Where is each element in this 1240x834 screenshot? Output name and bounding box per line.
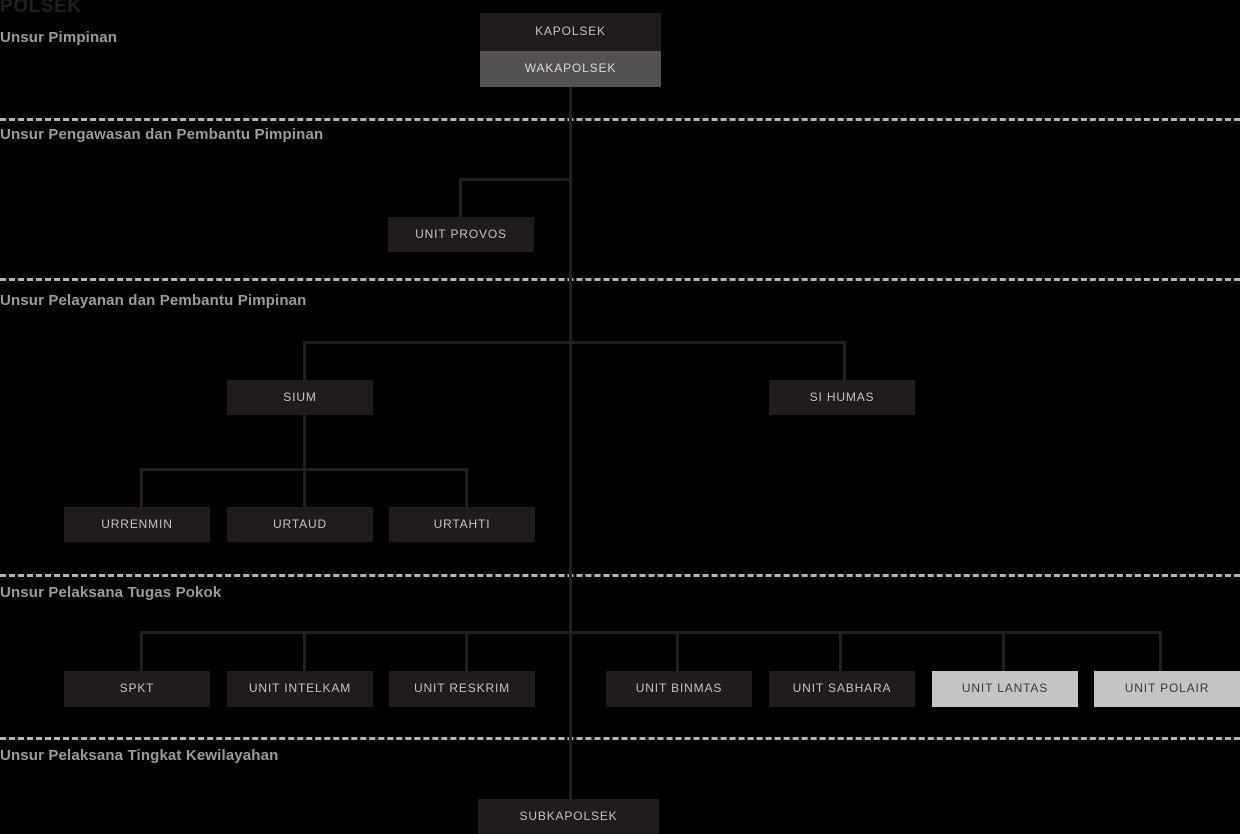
- node-kapolsek[interactable]: KAPOLSEK: [480, 13, 661, 51]
- node-unit-reskrim[interactable]: UNIT RESKRIM: [389, 671, 535, 707]
- connector-sium-down: [303, 414, 306, 468]
- node-subkapolsek[interactable]: SUBKAPOLSEK: [478, 799, 659, 834]
- connector-sium-drop: [303, 341, 306, 381]
- node-urrenmin[interactable]: URRENMIN: [64, 507, 210, 542]
- section-label-pengawasan: Unsur Pengawasan dan Pembantu Pimpinan: [0, 126, 324, 143]
- node-urtaud[interactable]: URTAUD: [227, 507, 373, 542]
- connector-urtaud-drop: [303, 468, 306, 508]
- node-unit-provos[interactable]: UNIT PROVOS: [388, 217, 534, 252]
- node-unit-sabhara[interactable]: UNIT SABHARA: [769, 671, 915, 707]
- connector-sihumas-drop: [843, 341, 846, 381]
- connector-urrenmin-drop: [140, 468, 143, 508]
- connector-main-spine: [569, 87, 572, 799]
- section-label-kewilayahan: Unsur Pelaksana Tingkat Kewilayahan: [0, 747, 279, 764]
- connector-lantas-drop: [1002, 631, 1005, 672]
- connector-polair-drop: [1159, 631, 1162, 672]
- node-wakapolsek[interactable]: WAKAPOLSEK: [480, 51, 661, 87]
- divider-pimpinan-pengawasan: [0, 118, 1240, 121]
- section-label-pelayanan: Unsur Pelayanan dan Pembantu Pimpinan: [0, 292, 307, 309]
- node-unit-polair[interactable]: UNIT POLAIR: [1094, 671, 1240, 707]
- section-label-pelaksana: Unsur Pelaksana Tugas Pokok: [0, 584, 222, 601]
- node-spkt[interactable]: SPKT: [64, 671, 210, 707]
- connector-reskrim-drop: [465, 631, 468, 672]
- connector-binmas-drop: [676, 631, 679, 672]
- node-sium[interactable]: SIUM: [227, 380, 373, 415]
- divider-pelaksana-kewilayahan: [0, 737, 1240, 740]
- connector-provos-horizontal: [459, 178, 572, 181]
- connector-intelkam-drop: [303, 631, 306, 672]
- node-urtahti[interactable]: URTAHTI: [389, 507, 535, 542]
- section-label-pimpinan: Unsur Pimpinan: [0, 29, 118, 46]
- node-unit-binmas[interactable]: UNIT BINMAS: [606, 671, 752, 707]
- divider-pelayanan-pelaksana: [0, 574, 1240, 577]
- node-si-humas[interactable]: SI HUMAS: [769, 380, 915, 415]
- connector-urtahti-drop: [465, 468, 468, 508]
- node-unit-lantas[interactable]: UNIT LANTAS: [932, 671, 1078, 707]
- connector-pelayanan-bar: [303, 341, 846, 344]
- node-unit-intelkam[interactable]: UNIT INTELKAM: [227, 671, 373, 707]
- connector-provos-drop: [459, 178, 462, 218]
- divider-pengawasan-pelayanan: [0, 278, 1240, 281]
- connector-sabhara-drop: [839, 631, 842, 672]
- connector-spkt-drop: [140, 631, 143, 672]
- connector-pelaksana-bar: [140, 631, 1161, 634]
- page-title: POLSEK: [0, 0, 82, 17]
